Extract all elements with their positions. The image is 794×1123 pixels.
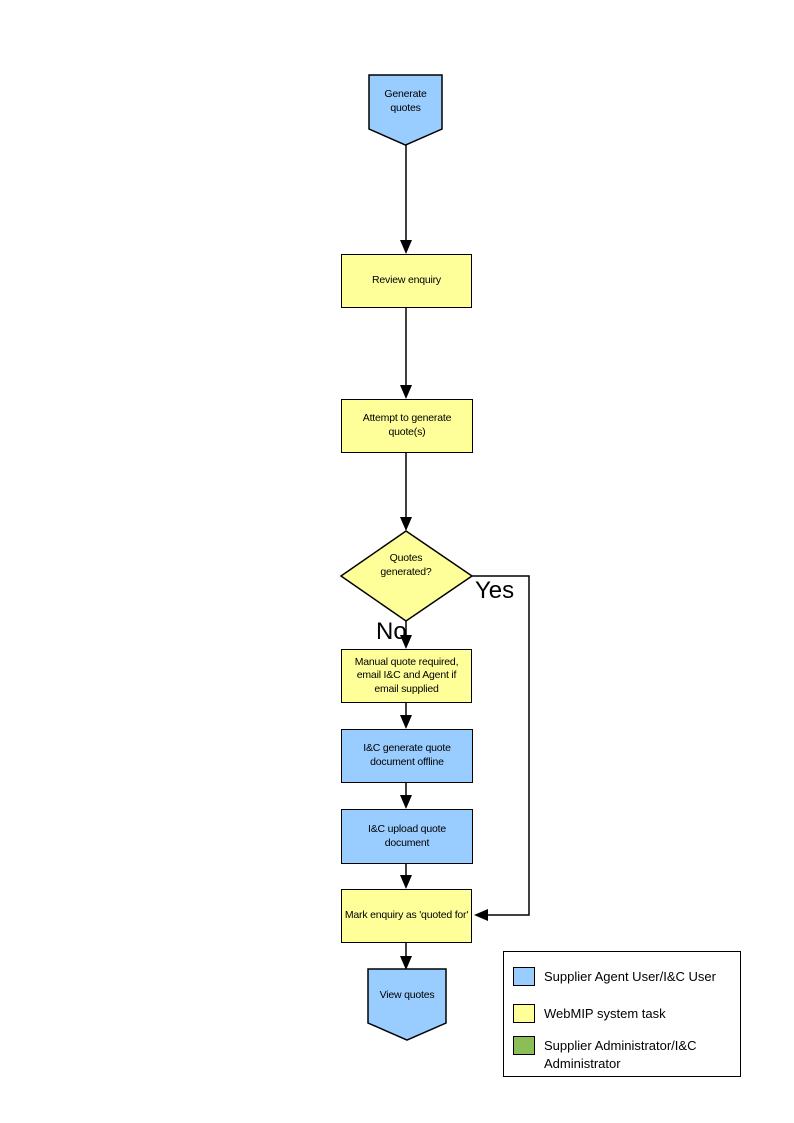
node-attempt-generate: Attempt to generate quote(s) (341, 399, 473, 453)
connector-manual-to-generate (400, 703, 412, 729)
connector-attempt-to-decision (400, 453, 412, 531)
connector-upload-to-mark (400, 864, 412, 889)
node-label: Review enquiry (372, 274, 441, 287)
legend-swatch-green (513, 1036, 535, 1055)
end-terminator-shape (367, 968, 447, 1041)
arrowhead-down-icon (400, 517, 412, 531)
legend-box: Supplier Agent User/I&C User WebMIP syst… (503, 951, 741, 1077)
node-manual-quote: Manual quote required, email I&C and Age… (341, 649, 472, 703)
legend-label: WebMIP system task (544, 1006, 666, 1021)
node-upload-document: I&C upload quote document (341, 809, 473, 864)
connector-start-to-review (400, 145, 412, 254)
legend-item-agent-user: Supplier Agent User/I&C User (513, 967, 730, 986)
arrowhead-down-icon (400, 875, 412, 889)
legend-label: Supplier Administrator/I&C Administrator (544, 1038, 697, 1072)
node-label: Manual quote required, email I&C and Age… (354, 655, 459, 695)
node-review-enquiry: Review enquiry (341, 254, 472, 308)
decision-diamond-shape (339, 530, 474, 622)
connector-mark-to-end (400, 943, 412, 970)
node-generate-offline: I&C generate quote document offline (341, 729, 473, 783)
connector-decision-no-to-manual (400, 621, 412, 649)
arrowhead-down-icon (400, 956, 412, 970)
branch-label-yes: Yes (475, 577, 515, 604)
start-terminator-shape (368, 74, 443, 146)
connector-generate-to-upload (400, 783, 412, 809)
arrowhead-down-icon (400, 240, 412, 254)
node-mark-quoted: Mark enquiry as 'quoted for' (341, 889, 472, 943)
legend-swatch-blue (513, 967, 535, 986)
connector-review-to-attempt (400, 308, 412, 399)
node-label: Mark enquiry as 'quoted for' (344, 909, 469, 922)
legend-label: Supplier Agent User/I&C User (544, 969, 716, 984)
connector-decision-yes-to-mark (472, 575, 530, 921)
node-label: I&C generate quote document offline (363, 742, 451, 768)
node-label: Attempt to generate quote(s) (362, 412, 452, 438)
node-label: I&C upload quote document (368, 822, 446, 849)
legend-item-webmip-task: WebMIP system task (513, 1004, 730, 1023)
arrowhead-left-icon (474, 909, 488, 921)
arrowhead-down-icon (400, 635, 412, 649)
branch-label-no: No (376, 618, 407, 645)
connector-line (472, 575, 530, 916)
arrowhead-down-icon (400, 795, 412, 809)
legend-item-administrator: Supplier Administrator/I&C Administrator (513, 1036, 730, 1073)
arrowhead-down-icon (400, 715, 412, 729)
arrowhead-down-icon (400, 385, 412, 399)
legend-swatch-yellow (513, 1004, 535, 1023)
